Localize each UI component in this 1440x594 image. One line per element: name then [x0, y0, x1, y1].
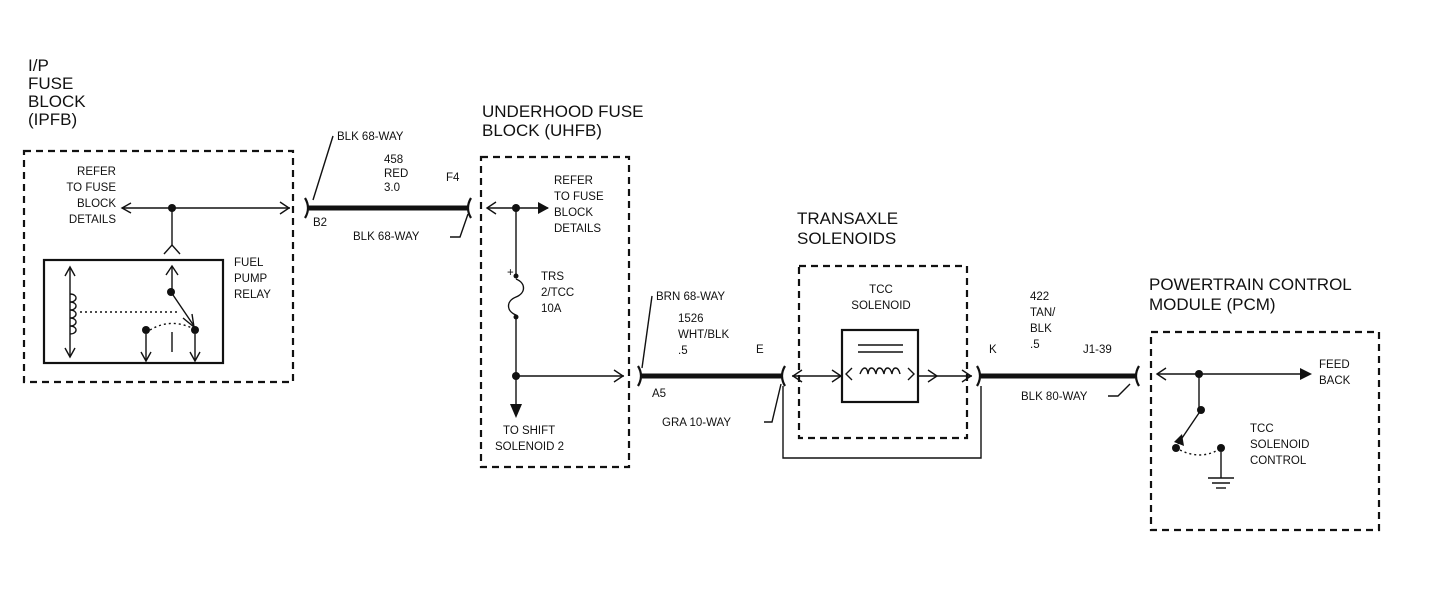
conn1-pin-f4: F4	[446, 172, 460, 184]
relay-label-line-1: FUEL	[234, 257, 264, 269]
conn3-pin-j1-39: J1-39	[1083, 344, 1112, 356]
conn1-circuit-gauge: 3.0	[384, 182, 400, 194]
feed-back-line-1: FEED	[1319, 359, 1350, 371]
conn2-right-end	[780, 365, 786, 387]
conn3-circuit-number: 422	[1030, 291, 1049, 303]
pcm-title: POWERTRAIN CONTROL MODULE (PCM)	[1149, 275, 1352, 314]
conn3-circuit-color-1: TAN/	[1030, 307, 1056, 319]
uhfb-refer-line-3: BLOCK	[554, 207, 593, 219]
pcm-title-line-1: POWERTRAIN CONTROL	[1149, 275, 1352, 294]
ipfb-refer-line-1: REFER	[77, 166, 116, 178]
connector-2: BRN 68-WAY 1526 WHT/BLK .5 E A5 GRA 10-W…	[637, 291, 786, 429]
transaxle-harness-outline	[782, 386, 982, 459]
conn3-circuit-gauge: .5	[1030, 339, 1040, 351]
pcm-wiring	[1155, 367, 1312, 489]
pcm-box	[1149, 330, 1381, 532]
fuse-label-line-3: 10A	[541, 303, 562, 315]
conn3-right-end	[1134, 365, 1140, 387]
uhfb-title-line-2: BLOCK (UHFB)	[482, 121, 602, 140]
shift-label-line-1: TO SHIFT	[503, 425, 555, 437]
feed-back-label: FEED BACK	[1319, 359, 1351, 387]
conn1-left-end	[304, 197, 310, 219]
conn1-top-label: BLK 68-WAY	[337, 131, 404, 143]
fuel-pump-relay	[42, 258, 225, 365]
ipfb-title: I/P FUSE BLOCK (IPFB)	[28, 56, 86, 129]
uhfb-refer-line-2: TO FUSE	[554, 191, 604, 203]
ipfb-title-line-4: (IPFB)	[28, 110, 77, 129]
tcc-solenoid-control-label: TCC SOLENOID CONTROL	[1250, 423, 1309, 467]
control-label-line-2: SOLENOID	[1250, 439, 1309, 451]
ipfb-title-line-2: FUSE	[28, 74, 73, 93]
ipfb-wire	[120, 201, 291, 255]
uhfb-title-line-1: UNDERHOOD FUSE	[482, 102, 644, 121]
conn2-bottom-label: GRA 10-WAY	[662, 417, 731, 429]
conn1-circuit-number: 458	[384, 154, 403, 166]
conn3-pin-k: K	[989, 344, 997, 356]
trs-tcc-fuse-label: + TRS 2/TCC 10A	[507, 267, 574, 315]
control-label-line-1: TCC	[1250, 423, 1274, 435]
conn3-bottom-label: BLK 80-WAY	[1021, 391, 1088, 403]
tcc-solenoid	[791, 328, 973, 404]
ipfb-refer-text: REFER TO FUSE BLOCK DETAILS	[66, 166, 116, 226]
conn1-circuit-color: RED	[384, 168, 408, 180]
conn2-circuit-color: WHT/BLK	[678, 329, 729, 341]
shift-label-line-2: SOLENOID 2	[495, 441, 564, 453]
fuse-label-line-1: TRS	[541, 271, 564, 283]
trs-tcc-fuse-icon	[507, 278, 525, 316]
tcc-solenoid-label-line-1: TCC	[869, 284, 893, 296]
fuse-label-line-2: 2/TCC	[541, 287, 574, 299]
ipfb-refer-line-2: TO FUSE	[66, 182, 116, 194]
transaxle-box	[797, 264, 969, 440]
conn2-pin-a5: A5	[652, 388, 666, 400]
tcc-solenoid-label: TCC SOLENOID	[851, 284, 910, 312]
transaxle-title-line-1: TRANSAXLE	[797, 209, 898, 228]
uhfb-refer-text: REFER TO FUSE BLOCK DETAILS	[554, 175, 604, 235]
conn2-top-label: BRN 68-WAY	[656, 291, 725, 303]
uhfb-refer-line-1: REFER	[554, 175, 593, 187]
uhfb-title: UNDERHOOD FUSE BLOCK (UHFB)	[482, 102, 644, 140]
uhfb-wiring	[485, 201, 625, 418]
relay-label-line-2: PUMP	[234, 273, 268, 285]
conn1-pin-b2: B2	[313, 217, 327, 229]
conn1-right-end	[466, 197, 472, 219]
ipfb-title-line-1: I/P	[28, 56, 49, 75]
connector-3: K 422 TAN/ BLK .5 J1-39 BLK 80-WAY	[976, 291, 1140, 403]
ipfb-refer-line-3: BLOCK	[77, 198, 116, 210]
solenoid-coil-icon	[859, 367, 901, 375]
shift-solenoid-label: TO SHIFT SOLENOID 2	[495, 425, 564, 453]
ipfb-refer-line-4: DETAILS	[69, 214, 116, 226]
conn2-circuit-number: 1526	[678, 313, 704, 325]
conn1-bottom-label: BLK 68-WAY	[353, 231, 420, 243]
conn3-circuit-color-2: BLK	[1030, 323, 1052, 335]
transaxle-title: TRANSAXLE SOLENOIDS	[797, 209, 898, 248]
transaxle-title-line-2: SOLENOIDS	[797, 229, 896, 248]
uhfb-refer-line-4: DETAILS	[554, 223, 601, 235]
connector-1: BLK 68-WAY 458 RED 3.0 F4 B2 BLK 68-WAY	[304, 131, 472, 243]
conn3-left-end	[976, 365, 982, 387]
conn2-circuit-gauge: .5	[678, 345, 688, 357]
conn2-pin-e: E	[756, 344, 764, 356]
feed-back-line-2: BACK	[1319, 375, 1351, 387]
fuel-pump-relay-label: FUEL PUMP RELAY	[234, 257, 271, 301]
fuse-plus-sign: +	[507, 267, 514, 279]
relay-label-line-3: RELAY	[234, 289, 271, 301]
pcm-title-line-2: MODULE (PCM)	[1149, 295, 1276, 314]
ipfb-title-line-3: BLOCK	[28, 92, 86, 111]
uhfb-box	[479, 155, 631, 469]
tcc-solenoid-label-line-2: SOLENOID	[851, 300, 910, 312]
ipfb-box	[22, 149, 295, 384]
conn2-left-end	[637, 365, 643, 387]
control-label-line-3: CONTROL	[1250, 455, 1307, 467]
